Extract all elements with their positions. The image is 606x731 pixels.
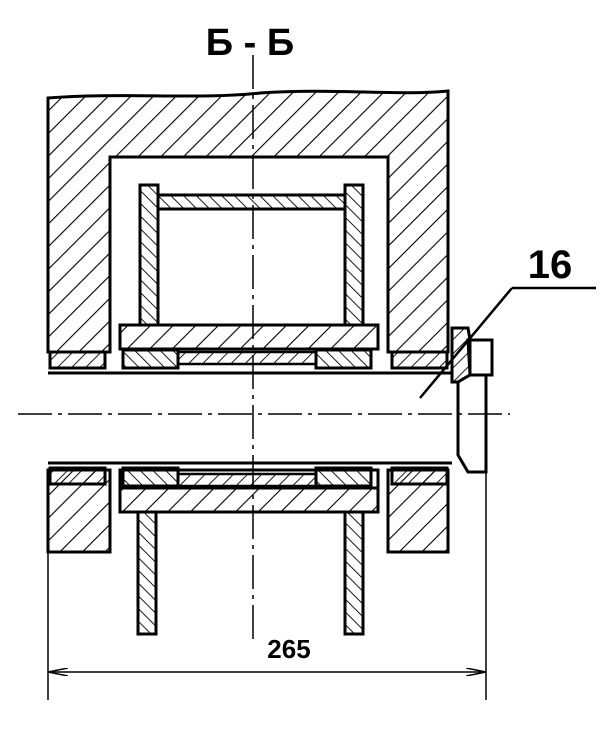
center-lines (18, 55, 510, 640)
shaft-nut (450, 326, 494, 474)
dimension-265 (47, 472, 487, 700)
part-number-label: 16 (528, 243, 573, 287)
shaft (48, 371, 452, 465)
bearings (48, 348, 449, 488)
part-leader (419, 286, 596, 399)
frame-flanges (136, 183, 365, 636)
hub (118, 323, 380, 514)
section-title: Б - Б (206, 22, 294, 64)
dimension-label: 265 (267, 634, 310, 664)
housing (46, 89, 450, 554)
